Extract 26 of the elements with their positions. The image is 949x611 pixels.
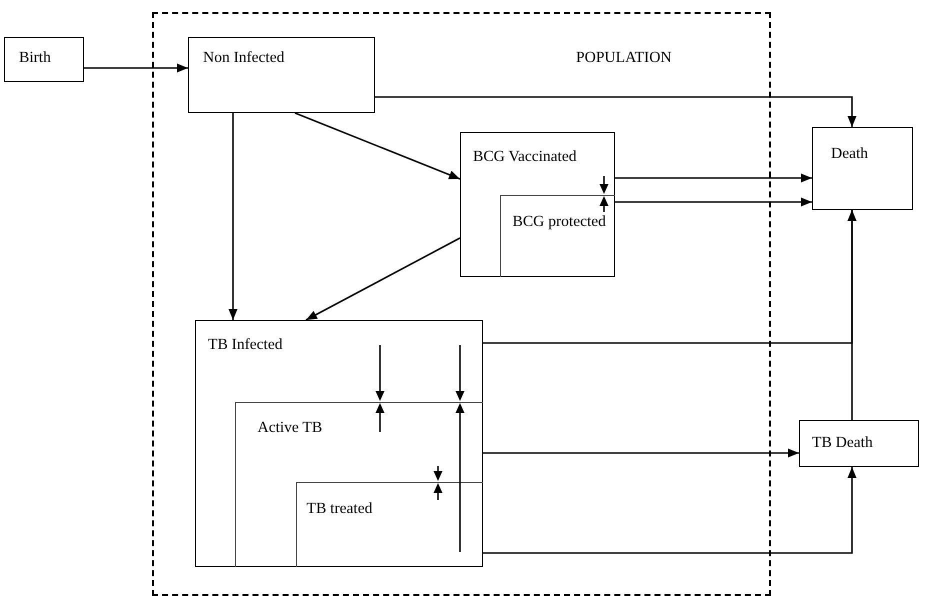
box-label: BCG protected	[512, 212, 606, 230]
process-box	[4, 37, 84, 82]
box-label: Birth	[19, 49, 51, 66]
arrow	[848, 210, 856, 420]
process-box	[460, 132, 615, 277]
arrow	[483, 467, 856, 554]
population-boundary	[152, 12, 771, 596]
arrow	[615, 174, 812, 182]
arrow	[615, 198, 812, 206]
box-label: Active TB	[258, 418, 322, 436]
arrow	[228, 113, 238, 320]
arrow	[306, 237, 460, 321]
box-label: Non Infected	[203, 49, 284, 66]
box-label: TB Infected	[208, 336, 282, 354]
box-label: BCG Vaccinated	[473, 148, 576, 166]
arrow	[84, 64, 188, 72]
arrow	[375, 96, 856, 127]
arrow	[294, 112, 460, 180]
process-box	[812, 127, 913, 210]
arrow	[483, 448, 799, 458]
box-label: POPULATION	[576, 49, 672, 66]
box-label: TB Death	[812, 434, 873, 452]
process-box	[188, 37, 375, 113]
box-label: TB treated	[306, 500, 372, 517]
process-box	[799, 420, 919, 467]
box-label: Death	[831, 145, 868, 162]
